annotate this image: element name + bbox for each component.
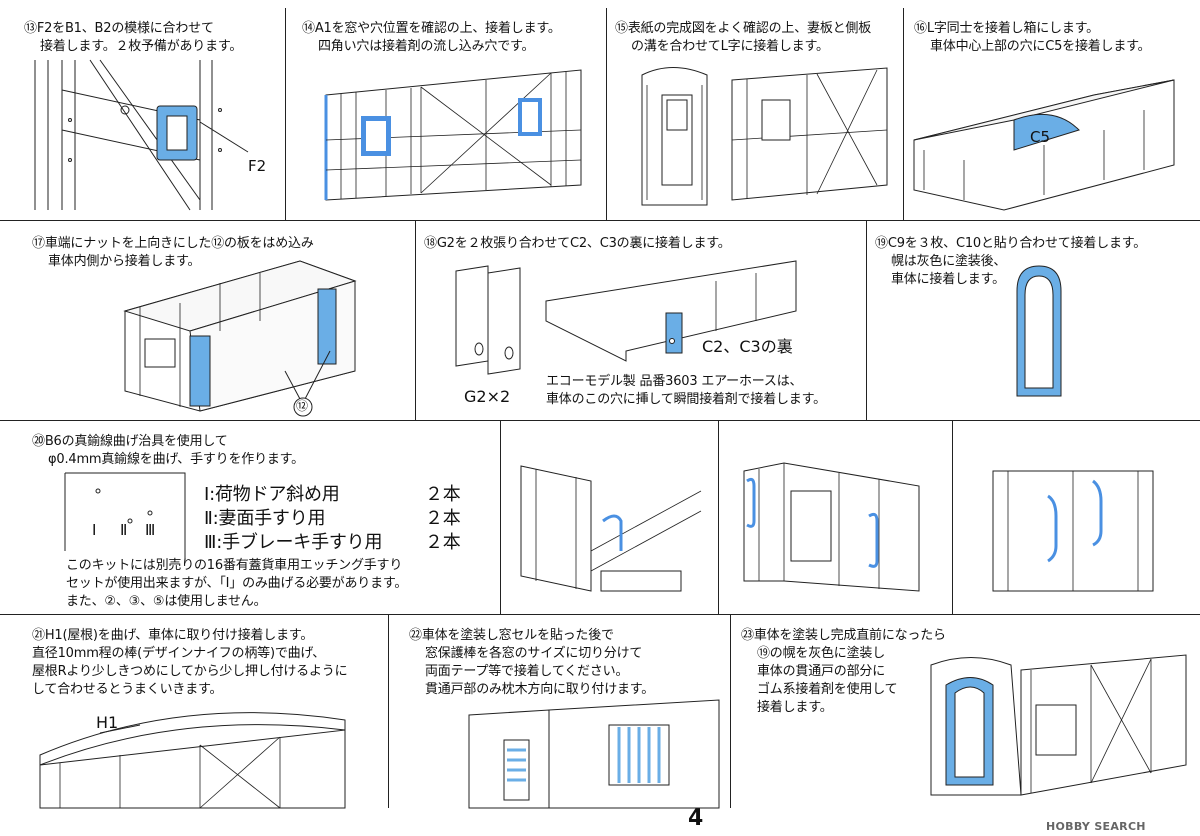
- step-15-illustration: [641, 67, 888, 206]
- step-19-panel: ⑲C9を３枚、C10と貼り合わせて接着します。幌は灰色に塗装後、車体に接着します…: [867, 221, 1200, 420]
- label-g2: G2×2: [464, 387, 511, 406]
- label-c2-c3: C2、C3の裏: [702, 337, 793, 356]
- step-20-jig: [64, 472, 186, 561]
- handrail-3-panel: [953, 421, 1200, 614]
- handrail-1-panel: [501, 421, 718, 614]
- step-13-illustration: [34, 59, 249, 211]
- step-22-illustration: [468, 699, 720, 809]
- label-part-12: ⑫: [296, 399, 309, 413]
- step-21-illustration: [39, 712, 346, 809]
- part-3-qty: ２本: [425, 532, 461, 553]
- col-divider: [730, 614, 732, 808]
- handrail-1-illustration: [520, 465, 702, 592]
- page-number: 4: [688, 806, 704, 831]
- step-16-illustration: [913, 79, 1175, 211]
- label-f2: F2: [248, 157, 267, 175]
- col-divider: [285, 8, 287, 220]
- step-18-illustration: [455, 260, 797, 375]
- col-divider: [903, 8, 905, 220]
- part-2-qty: ２本: [425, 508, 461, 529]
- part-1-qty: ２本: [425, 484, 461, 505]
- step-17-panel: ⑰車端にナットを上向きにした⑫の板をはめ込み車体内側から接着します。 ⑫: [0, 221, 415, 420]
- step-19-text: ⑲C9を３枚、C10と貼り合わせて接着します。幌は灰色に塗装後、車体に接着します…: [875, 236, 1147, 287]
- col-divider: [952, 420, 954, 614]
- col-divider: [606, 8, 608, 220]
- row-divider-1: [0, 220, 1200, 222]
- step-17-text: ⑰車端にナットを上向きにした⑫の板をはめ込み車体内側から接着します。: [32, 236, 314, 269]
- step-20-note: このキットには別売りの16番有蓋貨車用エッチング手すりセットが使用出来ますが、「…: [66, 558, 408, 609]
- step-14-panel: ⑭A1を窓や穴位置を確認の上、接着します。四角い穴は接着剤の流し込み穴です。: [286, 0, 606, 220]
- step-18-note: エコーモデル製 品番3603 エアーホースは、車体のこの穴に挿して瞬間接着剤で接…: [546, 374, 826, 407]
- step-15-panel: ⑮表紙の完成図をよく確認の上、妻板と側板の溝を合わせてL字に接着します。: [607, 0, 903, 220]
- step-16-panel: ⑯L字同士を接着し箱にします。車体中心上部の穴にC5を接着します。 C5: [904, 0, 1200, 220]
- row-divider-3: [0, 614, 1200, 616]
- step-16-text: ⑯L字同士を接着し箱にします。車体中心上部の穴にC5を接着します。: [914, 21, 1151, 54]
- step-21-panel: ㉑H1(屋根)を曲げ、車体に取り付け接着します。直径10mm程の棒(デザインナイ…: [0, 615, 388, 809]
- step-18-panel: ⑱G2を２枚張り合わせてC2、C3の裏に接着します。 C2、C3の裏 G2×2 …: [416, 221, 866, 420]
- jig-mark-1: Ⅰ: [92, 521, 97, 539]
- step-19-illustration: [1016, 265, 1062, 397]
- col-divider: [500, 420, 502, 614]
- handrail-2-illustration: [743, 462, 920, 592]
- row-divider-2: [0, 420, 1200, 422]
- label-h1: H1: [96, 713, 119, 732]
- col-divider: [718, 420, 720, 614]
- step-21-text: ㉑H1(屋根)を曲げ、車体に取り付け接着します。直径10mm程の棒(デザインナイ…: [32, 628, 348, 697]
- col-divider: [866, 220, 868, 420]
- handrail-2-panel: [719, 421, 952, 614]
- step-13-text: ⑬F2をB1、B2の模様に合わせて接着します。２枚予備があります。: [24, 21, 243, 54]
- jig-mark-3: Ⅲ: [145, 521, 156, 539]
- footer-watermark: HOBBY SEARCH: [1046, 820, 1146, 833]
- part-1-name: Ⅰ:荷物ドア斜め用: [204, 484, 340, 505]
- part-2-name: Ⅱ:妻面手すり用: [204, 508, 326, 529]
- step-22-panel: ㉒車体を塗装し窓セルを貼った後で窓保護棒を各窓のサイズに切り分けて両面テープ等で…: [389, 615, 730, 809]
- step-14-illustration: [324, 69, 582, 201]
- part-3-name: Ⅲ:手ブレーキ手すり用: [204, 532, 383, 553]
- step-18-text: ⑱G2を２枚張り合わせてC2、C3の裏に接着します。: [424, 236, 731, 251]
- jig-mark-2: Ⅱ: [120, 521, 128, 539]
- handrail-3-illustration: [992, 470, 1154, 592]
- label-c5: C5: [1030, 128, 1051, 146]
- step-17-illustration: [123, 260, 357, 417]
- step-23-illustration: [930, 654, 1187, 796]
- step-22-text: ㉒車体を塗装し窓セルを貼った後で窓保護棒を各窓のサイズに切り分けて両面テープ等で…: [409, 628, 655, 697]
- col-divider: [388, 614, 390, 808]
- col-divider: [415, 220, 417, 420]
- step-14-text: ⑭A1を窓や穴位置を確認の上、接着します。四角い穴は接着剤の流し込み穴です。: [302, 21, 561, 54]
- step-15-text: ⑮表紙の完成図をよく確認の上、妻板と側板の溝を合わせてL字に接着します。: [615, 21, 872, 54]
- step-13-panel: ⑬F2をB1、B2の模様に合わせて接着します。２枚予備があります。 F2: [0, 0, 285, 220]
